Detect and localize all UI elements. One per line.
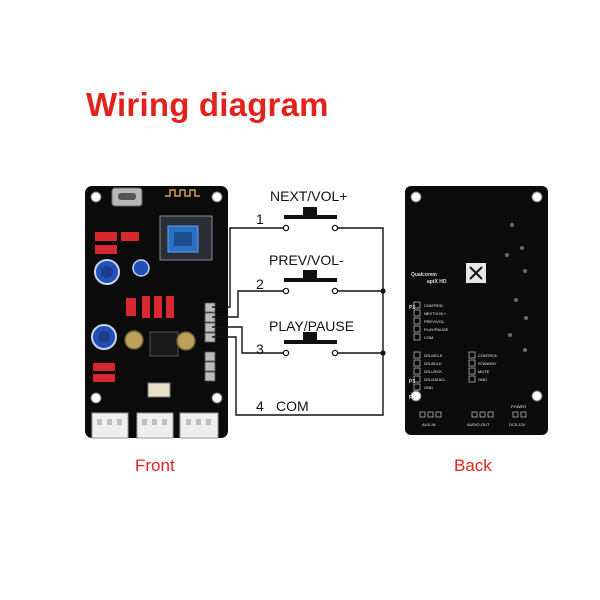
switch-3 bbox=[282, 332, 339, 357]
p3-right-pin-4: GND bbox=[478, 377, 487, 382]
aptx-hd-label: aptX HD bbox=[427, 279, 447, 285]
front-board bbox=[85, 186, 228, 439]
p3-right-pin-3: MUTE bbox=[478, 369, 490, 374]
aux-in-label: AUX-IN bbox=[422, 422, 436, 427]
p3-right-pin-2: STANDBY bbox=[478, 361, 497, 366]
com-number: 4 bbox=[256, 398, 264, 414]
dc-input-label: DC5-12V bbox=[509, 422, 526, 427]
p2-pin-3: PREV/VOL- bbox=[424, 319, 446, 324]
header-p3-label: P3 bbox=[409, 379, 415, 385]
p3-left-pin-2: I2S-BCLK bbox=[424, 361, 442, 366]
p2-pin-5: COM bbox=[424, 335, 433, 340]
wiring bbox=[212, 227, 384, 416]
p2-pin-2: NEXT/VOL+ bbox=[424, 311, 447, 316]
p3-left-pin-4: I2S-DATAO bbox=[424, 377, 445, 382]
button-1-label: NEXT/VOL+ bbox=[270, 188, 347, 204]
p2-pin-1: CONTROL bbox=[424, 303, 444, 308]
front-caption: Front bbox=[135, 456, 175, 475]
button-3-label: PLAY/PAUSE bbox=[269, 318, 354, 334]
header-p2-label: P2 bbox=[409, 305, 415, 311]
switch-1 bbox=[282, 207, 339, 232]
qualcomm-brand: Qualcomm bbox=[411, 272, 437, 278]
p2-pin-4: PLAY/PAUSE bbox=[424, 327, 449, 332]
button-2-label: PREV/VOL- bbox=[269, 252, 344, 268]
p3-left-pin-5: GND bbox=[424, 385, 433, 390]
header-p1-label: P1 bbox=[409, 395, 415, 401]
back-caption: Back bbox=[454, 456, 492, 475]
junction-dots bbox=[380, 288, 386, 356]
switch-2 bbox=[282, 270, 339, 295]
p3-left-pin-1: I2S-MCLK bbox=[424, 353, 443, 358]
button-2-number: 2 bbox=[256, 276, 264, 292]
back-board: Qualcomm aptX HD P2 CONTROL NEXT/VOL+ PR… bbox=[405, 186, 548, 435]
button-1-number: 1 bbox=[256, 211, 264, 227]
page-title: Wiring diagram bbox=[86, 86, 329, 123]
com-label: COM bbox=[276, 398, 309, 414]
p3-right-pin-1: CONTROL bbox=[478, 353, 498, 358]
button-3-number: 3 bbox=[256, 341, 264, 357]
p3-left-pin-3: I2S-LRCK bbox=[424, 369, 442, 374]
power-label: POWER bbox=[511, 404, 526, 409]
audio-out-label: AUDIO-OUT bbox=[467, 422, 490, 427]
